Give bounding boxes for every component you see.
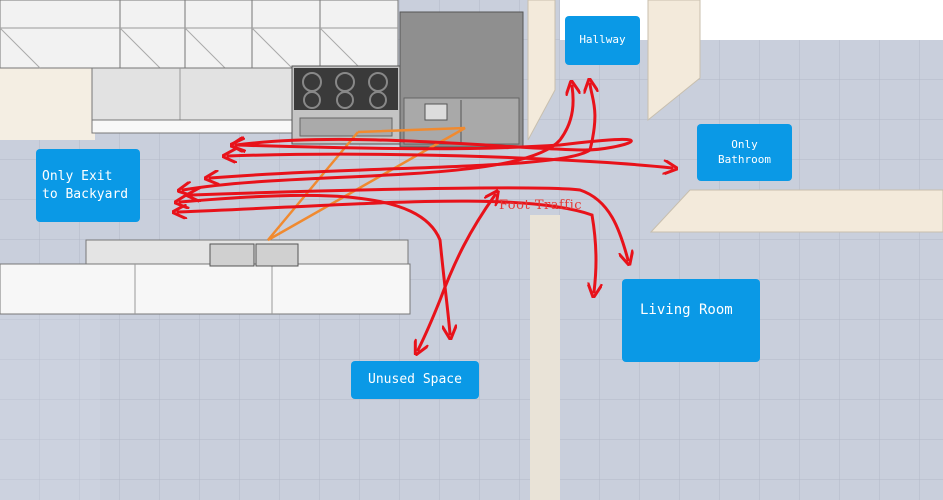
foot-traffic-arrows bbox=[178, 84, 672, 350]
bathroom-label: Only Bathroom bbox=[697, 124, 792, 181]
left-lower-wall bbox=[0, 300, 100, 500]
hallway-wall-right bbox=[647, 0, 701, 122]
partition-wall bbox=[649, 189, 943, 233]
arrow-icon bbox=[418, 195, 495, 350]
center-wall bbox=[530, 215, 560, 500]
living-room-label: Living Room bbox=[622, 279, 760, 362]
hallway-label: Hallway bbox=[565, 16, 640, 65]
backyard-exit-label: Only Exit to Backyard bbox=[36, 149, 140, 222]
lower-counter bbox=[91, 67, 293, 134]
sink-icon bbox=[209, 243, 299, 267]
upper-cabinets bbox=[0, 0, 399, 69]
unused-space-label: Unused Space bbox=[351, 361, 479, 399]
refrigerator-icon bbox=[399, 11, 524, 148]
stove-icon bbox=[291, 65, 401, 145]
arrow-icon bbox=[183, 86, 573, 190]
foot-traffic-label: Foot Traffic bbox=[499, 198, 583, 213]
arrow-icon bbox=[192, 186, 628, 260]
